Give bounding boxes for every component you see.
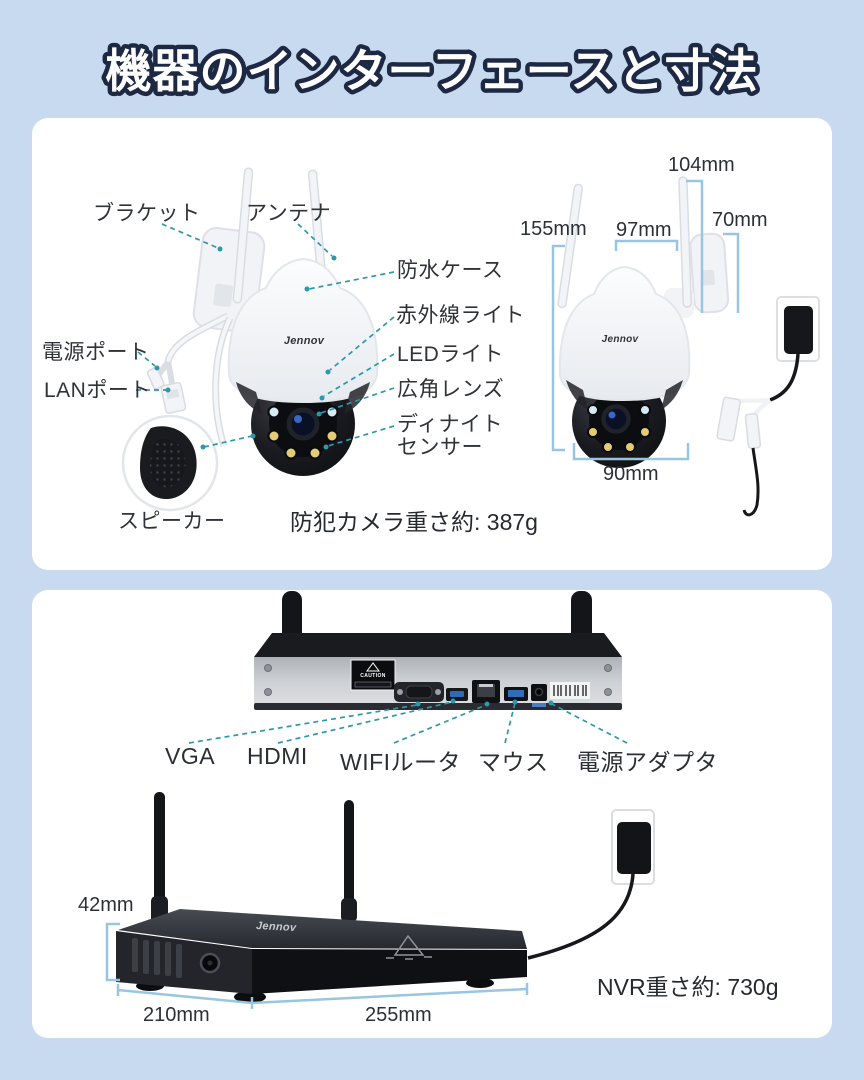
dim-bracket-70mm: 70mm: [712, 209, 768, 231]
label-day-night-sensor-line2: センサー: [397, 436, 483, 459]
caution-text: CAUTION: [360, 673, 386, 679]
brand-logo-nvr: Jennov: [255, 919, 297, 935]
dim-antenna-104mm: 104mm: [668, 154, 735, 176]
dim-head-97mm: 97mm: [616, 219, 672, 241]
brand-logo-camera-front: Jennov: [283, 335, 325, 347]
label-vga: VGA: [165, 743, 216, 769]
label-lan-port: LANポート: [44, 379, 151, 402]
label-power-adapter: 電源アダプタ: [577, 749, 718, 775]
label-day-night-sensor-line1: ディナイト: [397, 413, 504, 436]
dim-nvr-42mm: 42mm: [78, 894, 134, 916]
brand-logo-camera-side: Jennov: [601, 334, 639, 345]
label-waterproof-case: 防水ケース: [397, 259, 504, 282]
label-mouse: マウス: [478, 749, 549, 775]
dim-ball-90mm: 90mm: [603, 463, 659, 485]
label-antenna: アンテナ: [246, 202, 332, 225]
label-power-port: 電源ポート: [42, 341, 150, 364]
page-title: 機器のインターフェースと寸法: [106, 45, 759, 97]
label-speaker: スピーカー: [118, 510, 226, 533]
dim-nvr-210mm: 210mm: [143, 1004, 210, 1026]
label-wifi-router: WIFIルータ: [340, 749, 462, 775]
label-led-light: LEDライト: [397, 343, 504, 366]
nvr-weight-text: NVR重さ約: 730g: [597, 974, 779, 1000]
camera-weight-text: 防犯カメラ重さ約: 387g: [290, 509, 538, 535]
dim-nvr-255mm: 255mm: [365, 1004, 432, 1026]
label-wide-angle-lens: 広角レンズ: [397, 378, 505, 401]
label-infrared-light: 赤外線ライト: [396, 304, 525, 327]
label-hdmi: HDMI: [247, 743, 308, 769]
dim-height-155mm: 155mm: [520, 218, 587, 240]
label-bracket: ブラケット: [93, 202, 201, 225]
